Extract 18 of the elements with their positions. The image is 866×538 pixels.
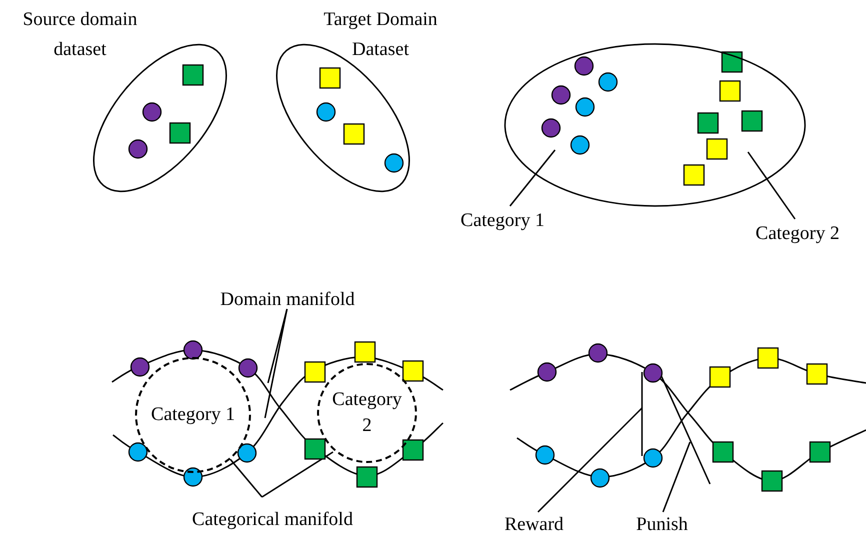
leader-line: [264, 308, 288, 418]
leader-line: [230, 458, 263, 498]
category-label: Category 2: [331, 388, 403, 438]
leader-line: [662, 442, 691, 512]
dataset-label: Target Domain Dataset: [322, 8, 438, 62]
leader-line: [262, 451, 334, 498]
leader-line: [537, 407, 643, 513]
leader-line: [267, 308, 288, 384]
leader-line: [509, 150, 556, 206]
annotation-label: Reward: [490, 512, 578, 538]
annotation-label: Categorical manifold: [160, 497, 385, 533]
annotation-label: Punish: [622, 512, 702, 538]
annotation-label: Domain manifold: [195, 285, 380, 313]
dataset-label: Source domain dataset: [22, 8, 138, 62]
category-label: Category 1: [150, 403, 236, 427]
annotation-label: Category 2: [735, 219, 860, 247]
annotation-label: Category 1: [440, 206, 565, 234]
leader-line: [747, 152, 796, 220]
